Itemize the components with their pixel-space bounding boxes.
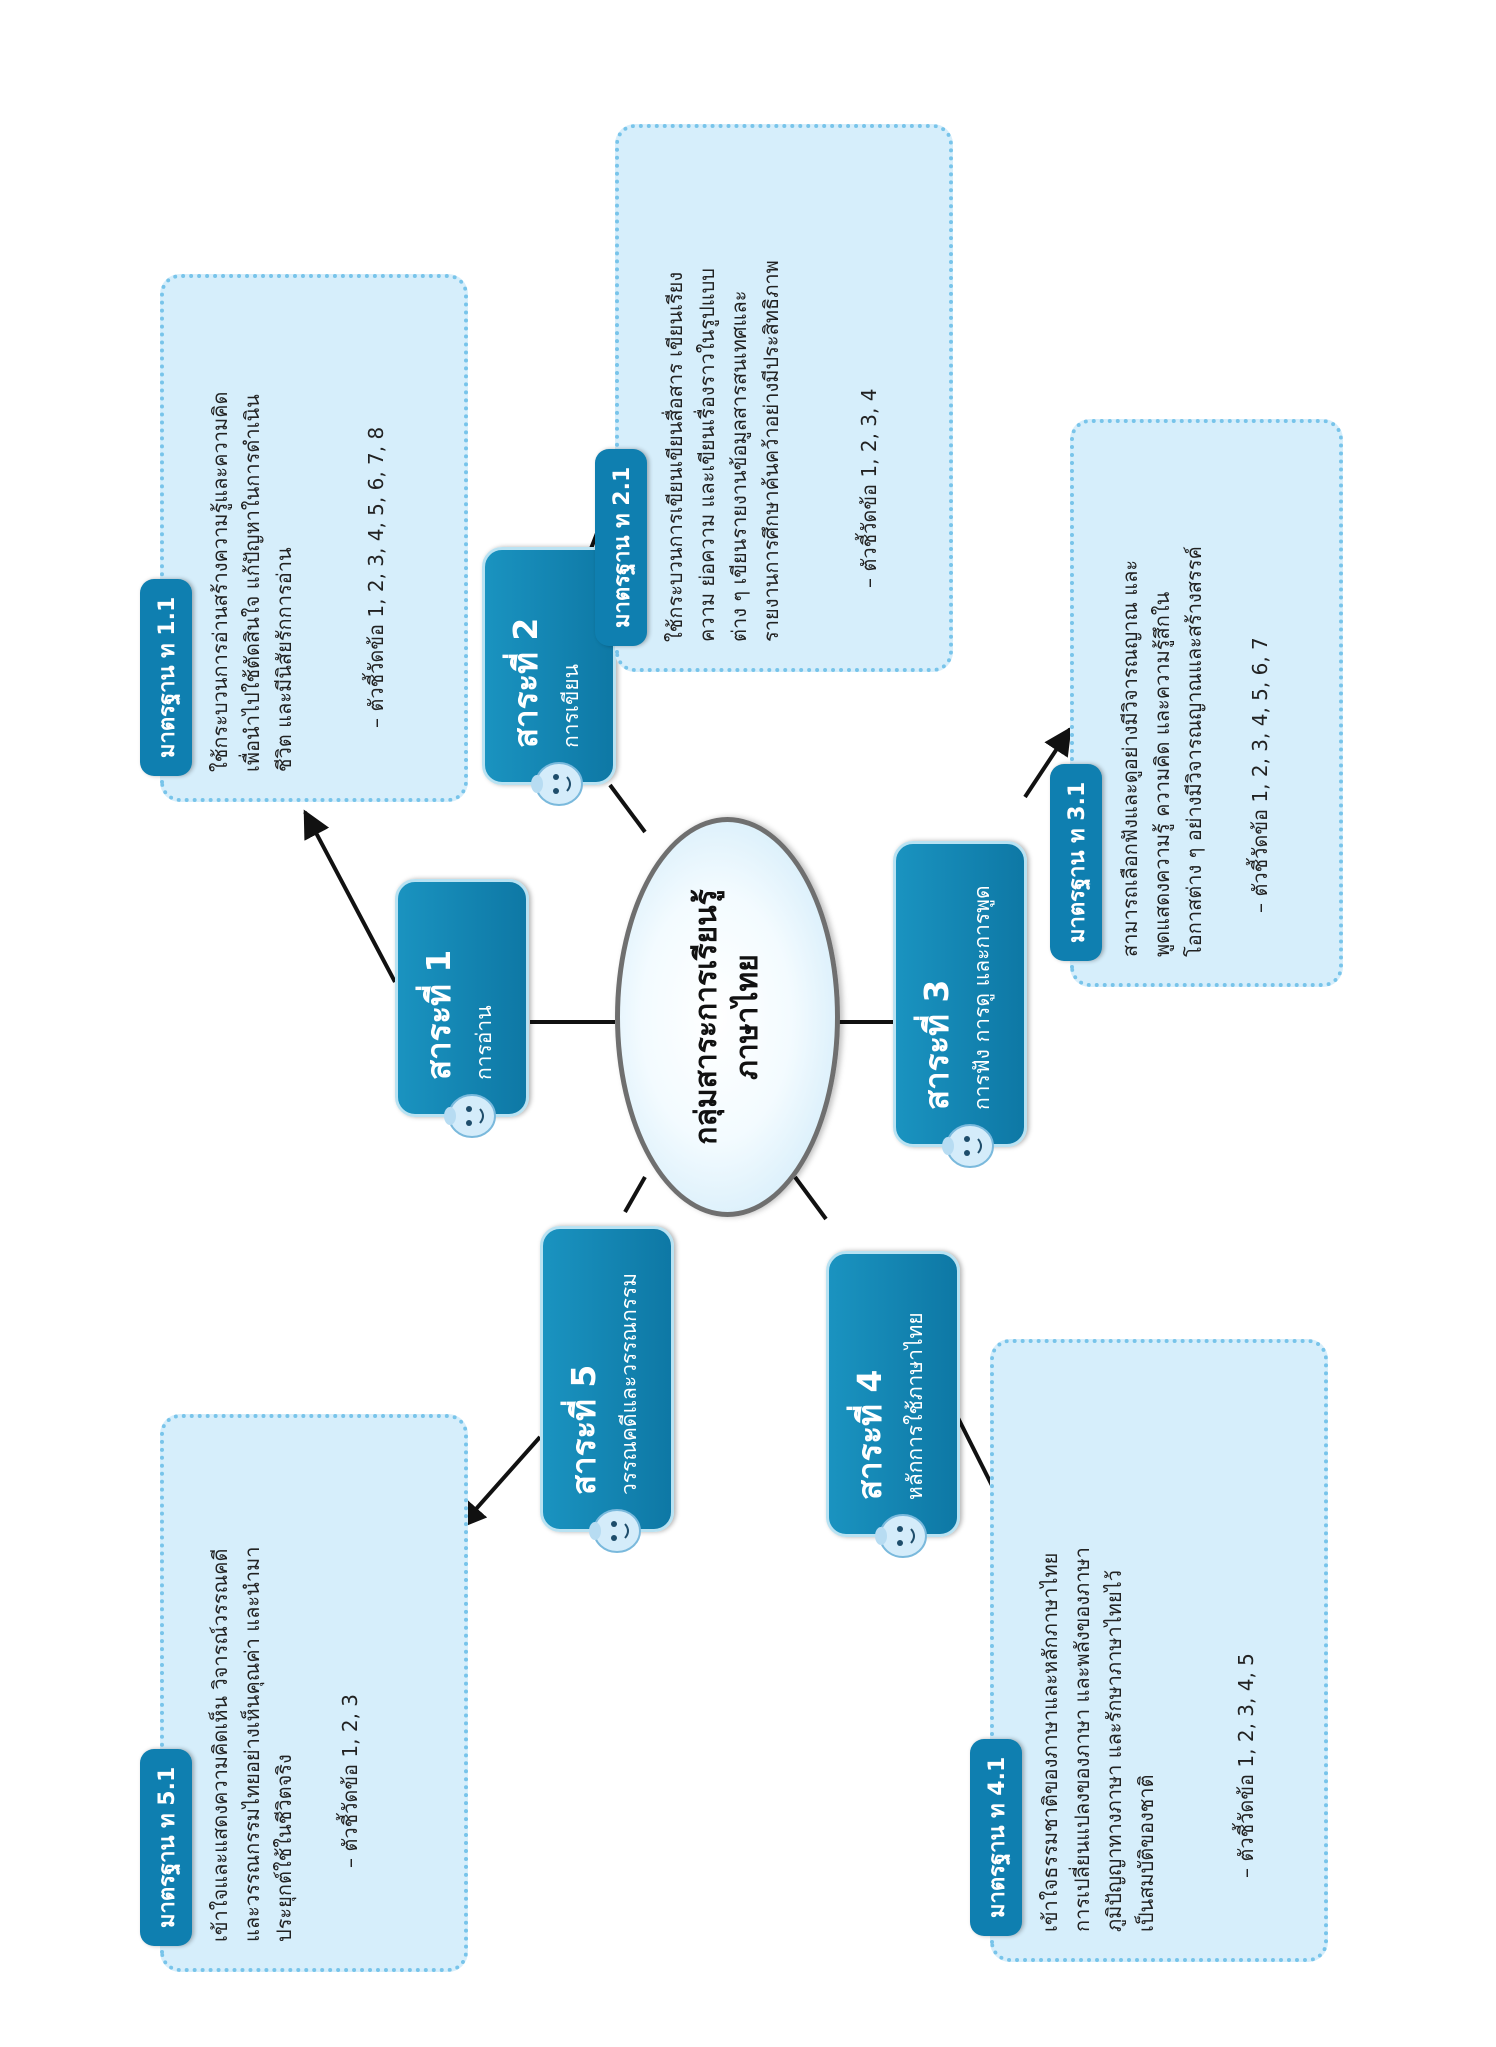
arrow-topic3-standard (1023, 726, 1072, 799)
standard-box-3-1: มาตรฐาน ท 3.1 สามารถเลือกฟังและดูอย่างมี… (1050, 419, 1343, 987)
standard-tag-4-1: มาตรฐาน ท 4.1 (970, 1738, 1022, 1936)
topic-4-title: สาระที่ 4 (850, 1369, 889, 1500)
topic-3-subtitle: การฟัง การดู และการพูด (970, 885, 994, 1110)
standard-box-4-1: มาตรฐาน ท 4.1 เข้าใจธรรมชาติของภาษาและหล… (970, 1339, 1328, 1962)
topic-box-2: สาระที่ 2 การเขียน (482, 547, 616, 806)
topic-3-title: สาระที่ 3 (917, 979, 956, 1110)
standard-indicator-5-1: – ตัวชี้วัดข้อ 1, 2, 3 (338, 1693, 362, 1868)
standard-indicator-2-1: – ตัวชี้วัดข้อ 1, 2, 3, 4 (857, 388, 881, 588)
link-center-topic4 (793, 1175, 828, 1221)
central-topic-line2: ภาษาไทย (729, 954, 765, 1080)
standard-indicator-3-1: – ตัวชี้วัดข้อ 1, 2, 3, 4, 5, 6, 7 (1248, 637, 1272, 913)
central-topic-line1: กลุ่มสาระการเรียนรู้ (689, 889, 724, 1145)
topic-box-1: สาระที่ 1 การอ่าน (395, 879, 529, 1138)
topic-5-title: สาระที่ 5 (564, 1364, 603, 1495)
topic-2-title: สาระที่ 2 (506, 617, 545, 748)
link-center-topic5 (623, 1176, 647, 1213)
topic-box-3: สาระที่ 3 การฟัง การดู และการพูด (893, 841, 1027, 1168)
topic-5-subtitle: วรรณคดีและวรรณกรรม (617, 1272, 641, 1495)
standard-tag-3-1: มาตรฐาน ท 3.1 (1050, 763, 1102, 961)
standard-indicator-4-1: – ตัวชี้วัดข้อ 1, 2, 3, 4, 5 (1234, 1653, 1258, 1878)
mascot-icon (942, 1124, 994, 1168)
standard-tag-2-1: มาตรฐาน ท 2.1 (595, 448, 647, 646)
mascot-icon (444, 1094, 496, 1138)
topic-2-subtitle: การเขียน (559, 664, 583, 748)
link-center-topic2 (608, 783, 647, 834)
central-topic: กลุ่มสาระการเรียนรู้ ภาษาไทย (615, 817, 840, 1217)
topic-1-title: สาระที่ 1 (419, 949, 458, 1080)
standard-text-4-1: เข้าใจธรรมชาติของภาษาและหลักภาษาไทย การเ… (1038, 1547, 1158, 1932)
standard-indicator-1-1: – ตัวชี้วัดข้อ 1, 2, 3, 4, 5, 6, 7, 8 (364, 426, 388, 728)
arrow-topic1-standard (303, 809, 397, 983)
standard-box-1-1: มาตรฐาน ท 1.1 ใช้กระบวนการอ่านสร้างความร… (140, 274, 468, 802)
mascot-icon (531, 762, 583, 806)
topic-box-4: สาระที่ 4 หลักการใช้ภาษาไทย (826, 1251, 960, 1558)
standard-text-1-1: ใช้กระบวนการอ่านสร้างความรู้และความคิด เ… (208, 391, 296, 772)
topic-4-subtitle: หลักการใช้ภาษาไทย (903, 1312, 927, 1500)
topic-1-subtitle: การอ่าน (472, 1005, 496, 1080)
standard-box-2-1: มาตรฐาน ท 2.1 ใช้กระบวนการเขียนเขียนสื่อ… (595, 124, 953, 672)
standard-text-2-1: ใช้กระบวนการเขียนเขียนสื่อสาร เขียนเรียง… (663, 260, 783, 642)
standard-tag-1-1: มาตรฐาน ท 1.1 (140, 578, 192, 776)
mascot-icon (875, 1514, 927, 1558)
mascot-icon (589, 1509, 641, 1553)
topic-box-5: สาระที่ 5 วรรณคดีและวรรณกรรม (540, 1226, 674, 1553)
standard-box-5-1: มาตรฐาน ท 5.1 เข้าใจและแสดงความคิดเห็น ว… (140, 1414, 468, 1972)
standard-text-3-1: สามารถเลือกฟังและดูอย่างมีวิจารณญาณ และ … (1118, 546, 1206, 957)
standard-tag-5-1: มาตรฐาน ท 5.1 (140, 1748, 192, 1946)
arrow-topic5-standard (458, 1435, 542, 1530)
standard-text-5-1: เข้าใจและแสดงความคิดเห็น วิจารณ์วรรณคดี … (208, 1546, 296, 1942)
